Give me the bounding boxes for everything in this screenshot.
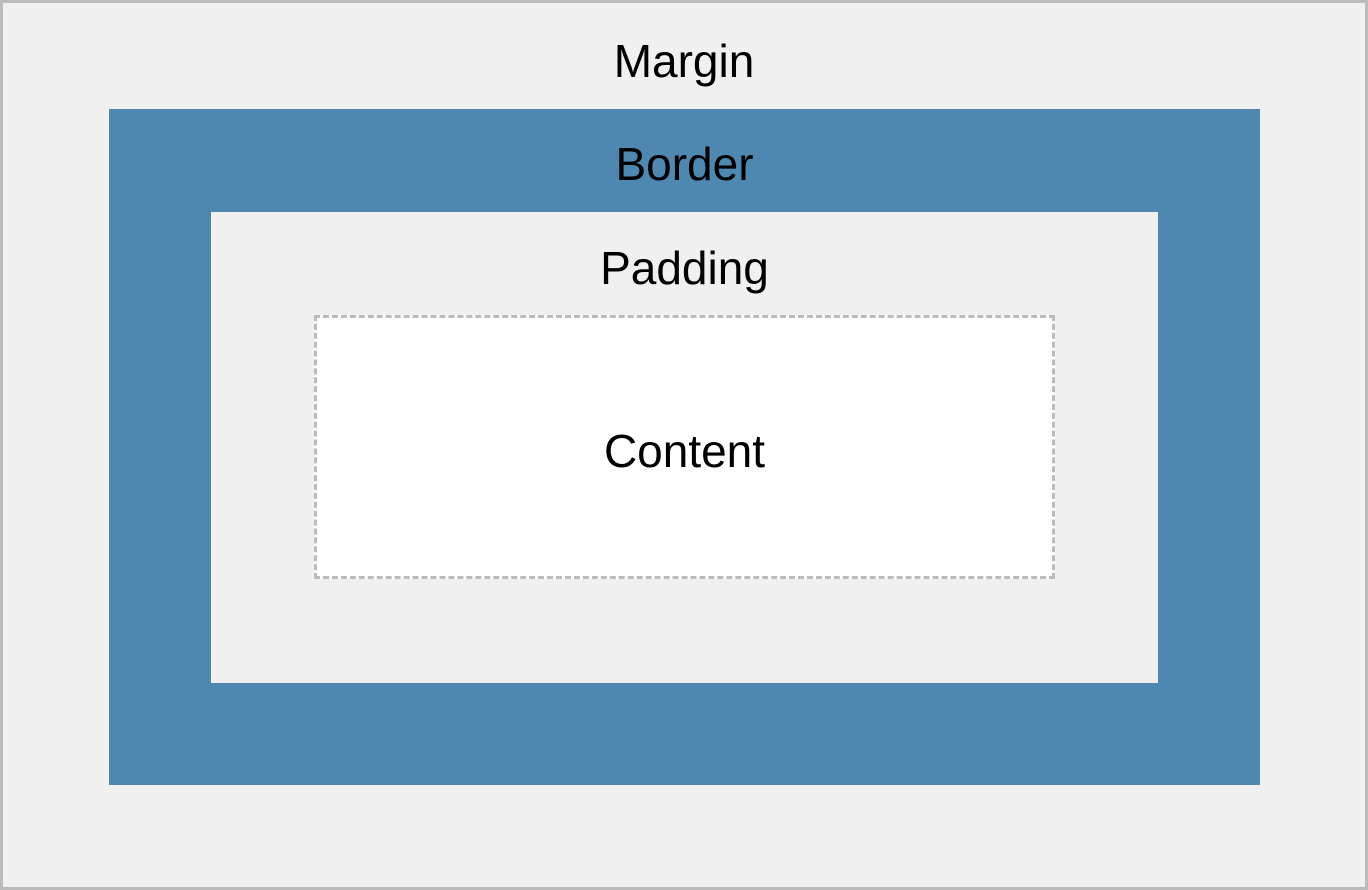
content-box: Content <box>314 315 1055 579</box>
border-box: Border Padding Content <box>109 109 1260 785</box>
margin-label: Margin <box>613 35 755 87</box>
content-label: Content <box>603 425 766 477</box>
padding-box: Padding Content <box>211 212 1158 683</box>
padding-label: Padding <box>600 242 769 294</box>
border-label: Border <box>615 138 754 190</box>
